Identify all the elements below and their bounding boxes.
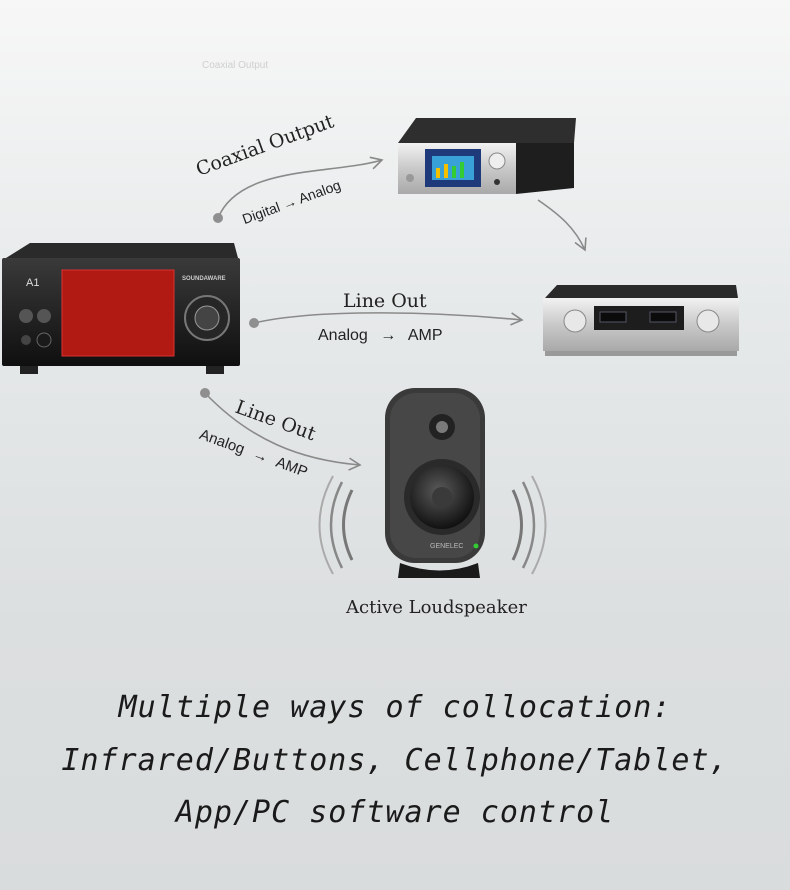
active-speaker-device bbox=[318, 388, 547, 578]
line-out-amp-start-dot bbox=[249, 318, 259, 328]
line-out-speaker-start-dot bbox=[200, 388, 210, 398]
dac-to-amp-arrow bbox=[537, 199, 587, 252]
line-out-speaker-arrow bbox=[204, 392, 362, 471]
source-player-device bbox=[2, 243, 240, 374]
player-brand-label: SOUNDAWARE bbox=[182, 276, 226, 282]
watermark-text: Coaxial Output bbox=[202, 60, 269, 71]
amplifier-device bbox=[543, 285, 739, 356]
line-out-amp-arrow bbox=[253, 312, 524, 326]
caption-line-3: App/PC software control bbox=[175, 795, 615, 830]
line-out-amp-subtitle: Analog → AMP bbox=[318, 327, 443, 345]
speaker-brand-label: GENELEC bbox=[430, 543, 464, 550]
active-loudspeaker-label: Active Loudspeaker bbox=[346, 597, 527, 618]
line-out-amp-to-label: AMP bbox=[407, 327, 443, 344]
coaxial-arrow bbox=[217, 156, 384, 219]
line-out-amp-from-label: Analog bbox=[318, 327, 368, 344]
line-out-amp-title: Line Out bbox=[343, 290, 427, 312]
caption-line-1: Multiple ways of collocation: bbox=[118, 690, 672, 725]
arrow-glyph: → bbox=[380, 327, 397, 344]
coaxial-arrow-start-dot bbox=[213, 213, 223, 223]
dac-device bbox=[398, 118, 576, 194]
player-model-label: A1 bbox=[26, 277, 40, 289]
caption-line-2: Infrared/Buttons, Cellphone/Tablet, bbox=[61, 743, 729, 778]
